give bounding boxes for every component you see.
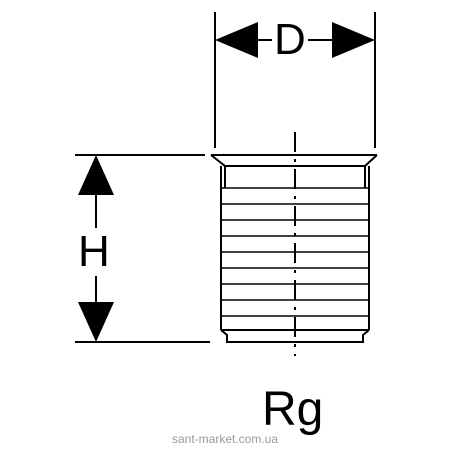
d-arrow-right-icon <box>332 22 375 58</box>
h-arrow-down-icon <box>78 302 114 342</box>
height-label: H <box>78 227 110 276</box>
thread-label: Rg <box>262 383 324 436</box>
diameter-label: D <box>272 15 308 64</box>
watermark-text: sant-market.com.ua <box>171 432 279 446</box>
d-arrow-left-icon <box>215 22 258 58</box>
h-arrow-up-icon <box>78 155 114 195</box>
